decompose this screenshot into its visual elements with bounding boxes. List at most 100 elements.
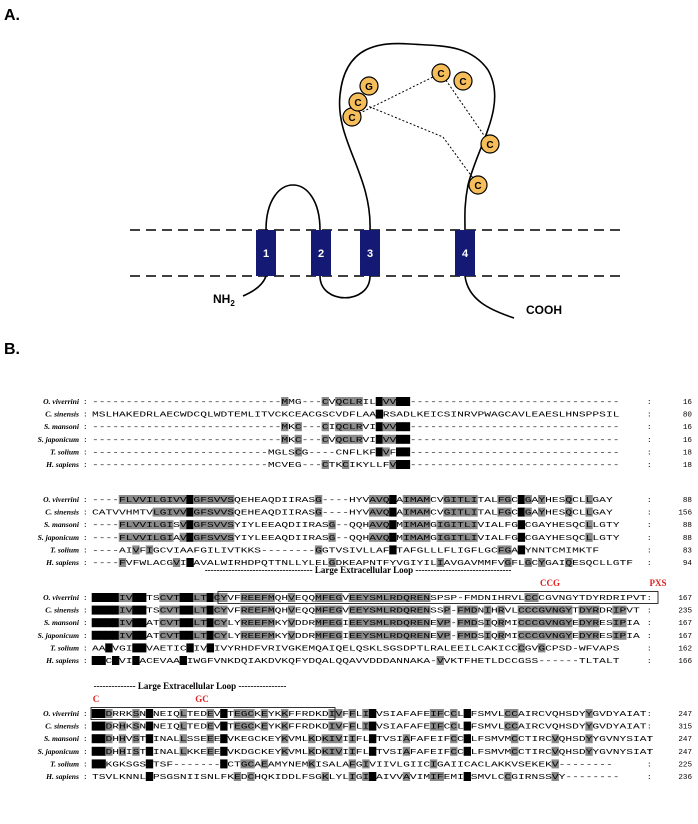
- conserved-shade: [517, 545, 526, 555]
- similar-shade: [335, 397, 343, 406]
- residue-count: 18: [683, 462, 693, 470]
- residue-count: 235: [678, 608, 692, 616]
- conserved-shade: [389, 532, 397, 542]
- similar-shade: [179, 495, 187, 504]
- similar-shade: [348, 772, 357, 781]
- conserved-shade: [517, 520, 526, 530]
- similar-shade: [287, 618, 296, 628]
- similar-shade: [423, 495, 431, 504]
- similar-shade: [281, 422, 289, 432]
- similar-shade: [233, 709, 242, 718]
- conserved-shade: [402, 460, 411, 469]
- conserved-shade: [186, 618, 194, 628]
- similar-shade: [166, 618, 174, 628]
- similar-shade: [544, 630, 553, 640]
- conserved-shade: [375, 422, 384, 432]
- sequence-text: CGKGKSGSCTSF-------VCTGCAEAMYNEMKISALAFG…: [92, 761, 613, 769]
- similar-shade: [335, 734, 343, 744]
- count-separator: :: [647, 761, 652, 769]
- similar-shade: [551, 734, 559, 744]
- disulfide-bond-2: [357, 101, 479, 186]
- conserved-shade: [145, 772, 154, 781]
- sequence-text: ----------------------------MKC---CVQCLR…: [92, 437, 619, 445]
- similar-shade: [348, 618, 357, 628]
- similar-shade: [531, 593, 539, 602]
- alignment-row: O. viverrini:CGDRRKSNCNEIQLTEDEVVTEGCKEY…: [43, 709, 692, 719]
- similar-shade: [389, 422, 397, 432]
- similar-shade: [497, 605, 505, 615]
- similar-shade: [335, 746, 343, 756]
- similar-shade: [429, 772, 438, 781]
- similar-shade: [524, 558, 532, 567]
- similar-shade: [328, 532, 336, 542]
- motif-label: C: [93, 694, 100, 704]
- conserved-shade: [105, 605, 113, 615]
- similar-shade: [375, 532, 384, 542]
- residue-count: 16: [683, 424, 693, 432]
- similar-shade: [531, 605, 539, 615]
- similar-shade: [355, 422, 363, 432]
- sequence-text: ----------------------------MMG---CVQCLR…: [92, 399, 619, 407]
- similar-shade: [436, 709, 444, 718]
- similar-shade: [152, 520, 160, 530]
- similar-shade: [199, 532, 208, 542]
- sequence-alignment: O. viverrini: ---------------------------…: [38, 397, 693, 782]
- similar-shade: [260, 721, 269, 731]
- similar-shade: [382, 507, 390, 517]
- similar-shade: [172, 618, 181, 628]
- loop-region-box: [217, 591, 659, 604]
- row-separator: :: [83, 462, 88, 470]
- residue-count: 156: [678, 510, 692, 518]
- conserved-shade: [463, 734, 471, 744]
- similar-shade: [416, 507, 424, 517]
- alignment-row: S. mansoni:----------------------------M…: [44, 422, 692, 432]
- similar-shade: [267, 630, 275, 640]
- conserved-shade: [132, 656, 140, 665]
- similar-shade: [483, 630, 492, 640]
- conserved-shade: [186, 643, 194, 653]
- conserved-shade: [98, 721, 106, 731]
- residue-count: 162: [678, 645, 692, 653]
- similar-shade: [463, 630, 471, 640]
- similar-shade: [335, 721, 343, 731]
- similar-shade: [585, 721, 593, 731]
- similar-shade: [450, 507, 458, 517]
- similar-shade: [348, 630, 357, 640]
- alignment-row: O. viverrini:----FLVVILGIVVLGFSVVSQEHEAQ…: [43, 495, 692, 505]
- similar-shade: [328, 558, 336, 567]
- conserved-shade: [368, 734, 377, 744]
- row-separator: :: [83, 761, 88, 769]
- similar-shade: [199, 605, 208, 615]
- similar-shade: [524, 593, 532, 602]
- similar-shade: [538, 558, 546, 567]
- similar-shade: [368, 495, 377, 504]
- similar-shade: [402, 734, 411, 744]
- similar-shade: [375, 507, 384, 517]
- similar-shade: [423, 605, 431, 615]
- cysteine-label-5: C: [486, 140, 493, 151]
- similar-shade: [456, 507, 465, 517]
- similar-shade: [240, 618, 248, 628]
- similar-shade: [355, 434, 363, 444]
- conserved-shade: [186, 520, 194, 530]
- similar-shade: [328, 605, 336, 615]
- similar-shade: [220, 532, 228, 542]
- similar-shade: [551, 746, 559, 756]
- conserved-shade: [463, 721, 471, 731]
- similar-shade: [193, 630, 201, 640]
- similar-shade: [436, 618, 444, 628]
- similar-shade: [524, 495, 532, 504]
- species-name: O. viverrini: [43, 709, 80, 718]
- sequence-text: --------------------------MGLSCG----CNFL…: [92, 449, 619, 457]
- cysteine-circle-2: [348, 92, 368, 112]
- similar-shade: [402, 520, 411, 530]
- residue-count: 18: [683, 449, 693, 457]
- loop-region-box: [90, 707, 336, 720]
- residue-count: 236: [678, 774, 692, 782]
- similar-shade: [132, 532, 140, 542]
- residue-count: 16: [683, 399, 693, 407]
